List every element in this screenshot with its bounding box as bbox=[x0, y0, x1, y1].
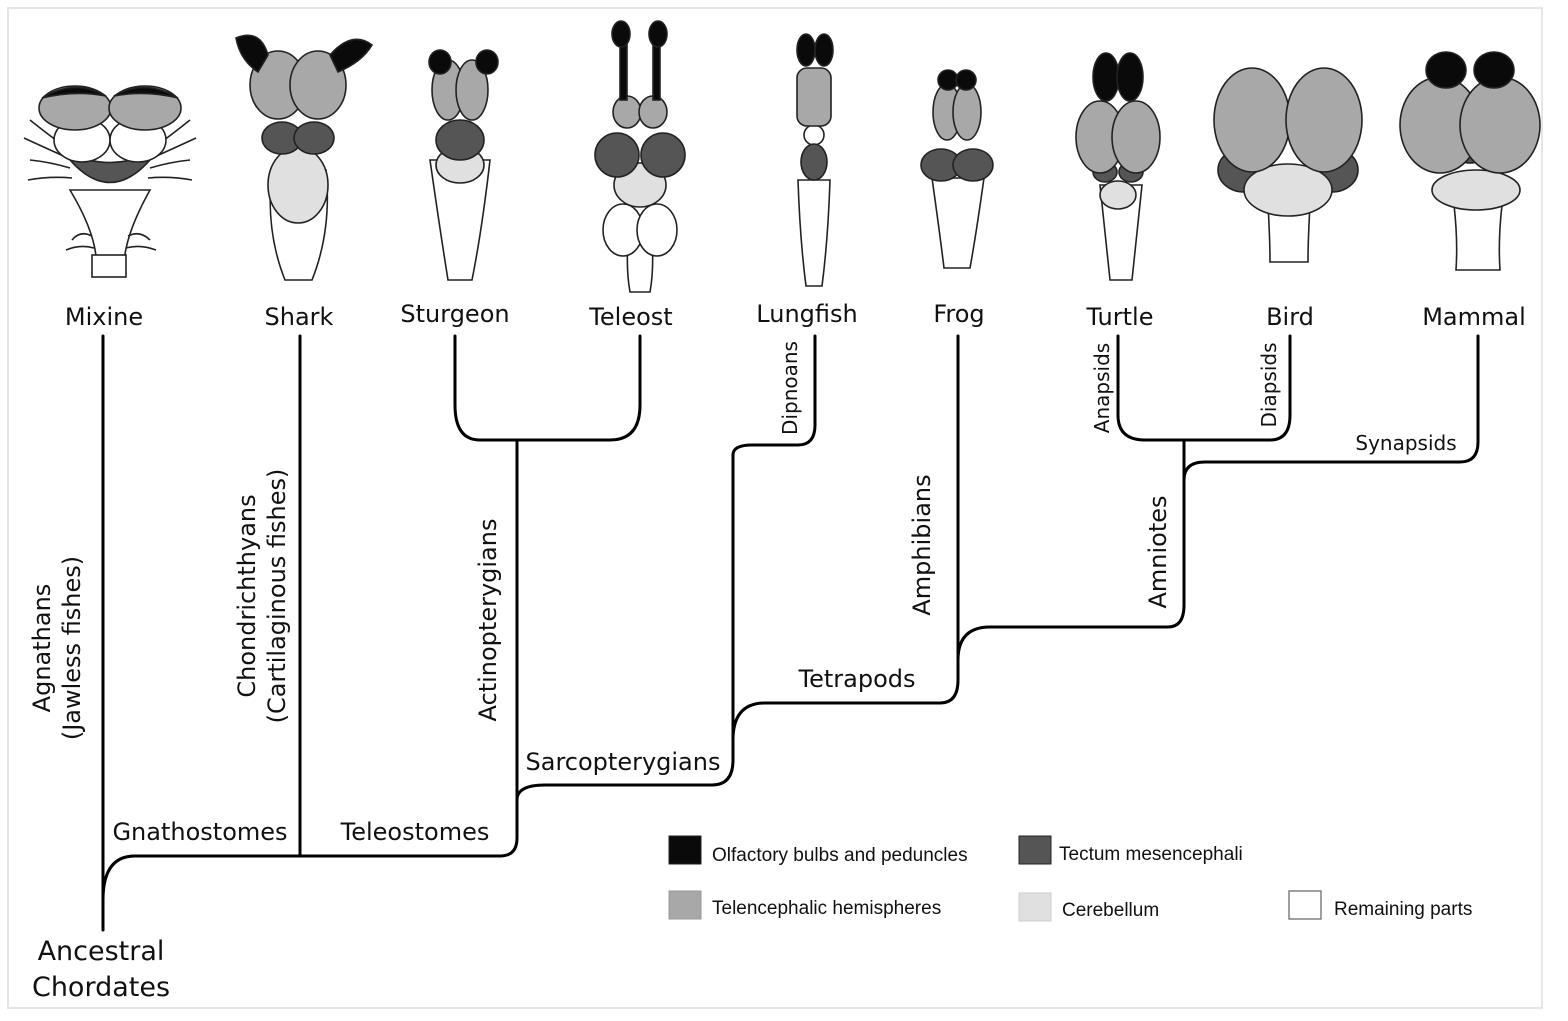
brain-mammal bbox=[1399, 51, 1541, 271]
taxon-label-teleost: Teleost bbox=[588, 303, 672, 331]
legend-swatch-telencephalon bbox=[668, 890, 702, 920]
brain-frog bbox=[920, 69, 994, 269]
taxon-label-sturgeon: Sturgeon bbox=[400, 300, 509, 328]
branch-reptiles bbox=[1116, 334, 1292, 442]
branch-sarcopterygians bbox=[515, 334, 817, 802]
root-label-line2: Chordates bbox=[32, 972, 170, 1003]
branch-synapsids bbox=[1182, 334, 1480, 482]
label-amniotes: Amniotes bbox=[1144, 495, 1172, 608]
label-agnathans: Agnathans (Jawless fishes) bbox=[28, 556, 86, 740]
label-synapsids: Synapsids bbox=[1355, 431, 1456, 455]
brain-bird bbox=[1213, 67, 1363, 263]
label-anapsids: Anapsids bbox=[1090, 343, 1114, 433]
brain-lungfish bbox=[796, 33, 834, 287]
label-chondrichthyans-line2: (Cartilaginous fishes) bbox=[263, 469, 291, 724]
taxon-label-turtle: Turtle bbox=[1086, 303, 1154, 331]
label-actinopterygians: Actinopterygians bbox=[474, 519, 502, 722]
brain-shark bbox=[235, 34, 374, 281]
legend-label-tectum: Tectum mesencephali bbox=[1059, 844, 1243, 865]
legend: Olfactory bulbs and peduncles Tectum mes… bbox=[668, 835, 1472, 922]
label-chondrichthyans: Chondrichthyans (Cartilaginous fishes) bbox=[233, 469, 291, 724]
taxon-label-mammal: Mammal bbox=[1422, 303, 1526, 331]
figure-frame bbox=[7, 7, 1543, 1009]
label-dipnoans: Dipnoans bbox=[778, 341, 802, 435]
branch-tetrapods bbox=[731, 334, 960, 742]
cladogram-branches bbox=[101, 334, 1480, 932]
label-gnathostomes: Gnathostomes bbox=[112, 818, 287, 846]
label-tetrapods: Tetrapods bbox=[798, 665, 916, 693]
label-agnathans-line1: Agnathans bbox=[28, 584, 56, 713]
brain-mixine bbox=[23, 85, 197, 278]
taxon-label-shark: Shark bbox=[265, 303, 334, 331]
root-label-line1: Ancestral bbox=[38, 936, 165, 967]
branch-amniotes bbox=[956, 438, 1186, 662]
branch-actinopterygians bbox=[453, 334, 642, 442]
label-sarcopterygians: Sarcopterygians bbox=[526, 748, 721, 776]
label-teleostomes: Teleostomes bbox=[340, 818, 490, 846]
legend-label-cerebellum: Cerebellum bbox=[1062, 900, 1159, 921]
legend-label-telencephalon: Telencephalic hemispheres bbox=[712, 898, 941, 919]
brain-sturgeon bbox=[428, 49, 499, 281]
label-amphibians: Amphibians bbox=[908, 474, 936, 615]
label-chondrichthyans-line1: Chondrichthyans bbox=[233, 494, 261, 697]
taxon-label-bird: Bird bbox=[1266, 303, 1314, 331]
legend-swatch-tectum bbox=[1018, 835, 1052, 865]
branch-gnathostomes bbox=[101, 438, 519, 902]
taxon-label-mixine: Mixine bbox=[65, 303, 143, 331]
taxon-label-frog: Frog bbox=[933, 300, 984, 328]
legend-label-olfactory: Olfactory bulbs and peduncles bbox=[712, 845, 968, 866]
legend-swatch-cerebellum bbox=[1018, 892, 1052, 922]
legend-swatch-olfactory bbox=[668, 835, 702, 865]
legend-label-remaining: Remaining parts bbox=[1334, 899, 1472, 920]
mixine-nerves bbox=[23, 119, 197, 251]
legend-swatch-remaining bbox=[1288, 890, 1322, 920]
label-diapsids: Diapsids bbox=[1257, 343, 1281, 428]
brain-turtle bbox=[1075, 52, 1161, 281]
brain-teleost bbox=[594, 20, 686, 293]
taxon-label-lungfish: Lungfish bbox=[756, 300, 857, 328]
label-agnathans-line2: (Jawless fishes) bbox=[58, 556, 86, 740]
